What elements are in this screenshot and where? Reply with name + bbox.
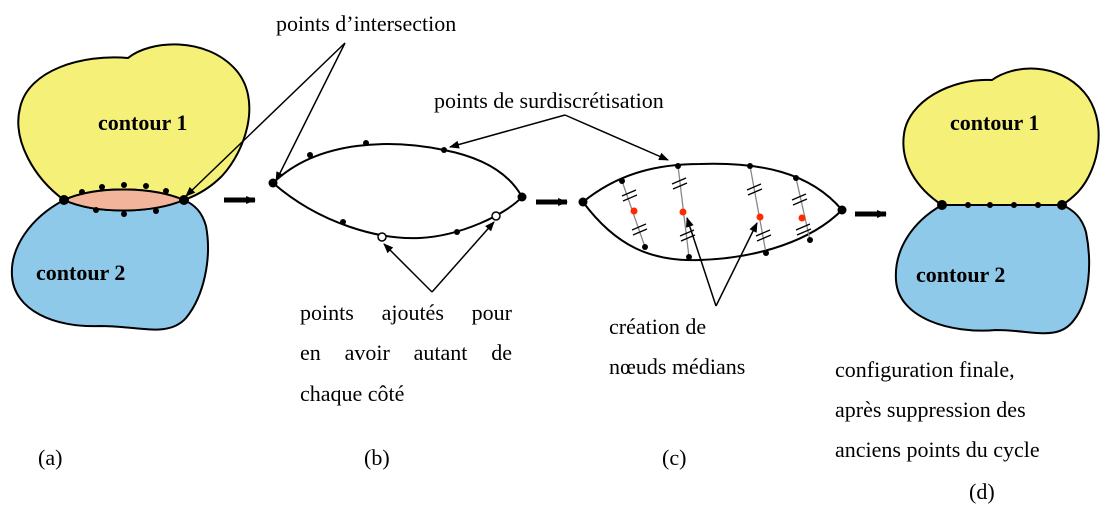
- panel-c-diagram: [578, 162, 847, 262]
- pointer-median-1: [686, 217, 717, 307]
- panel-a-diagram: [10, 43, 251, 331]
- pointer-added-2: [431, 221, 495, 293]
- median-nodes: [630, 207, 806, 222]
- lens-b-outline: [271, 143, 524, 240]
- pointer-surdisc-2: [564, 114, 669, 161]
- label-added-line-3: chaque côté: [300, 381, 405, 406]
- label-added-line-1: points ajoutés pour: [300, 300, 512, 325]
- pointer-added-1: [383, 243, 433, 293]
- label-added-line-2: en avoir autant de: [300, 340, 512, 365]
- label-surdiscretization-points: points de surdiscrétisation: [434, 88, 664, 113]
- label-contour-2-a: contour 2: [36, 260, 126, 285]
- surdiscretization-points-b: [268, 140, 527, 235]
- label-median-line-2: nœuds médians: [609, 354, 746, 379]
- label-contour-1-a: contour 1: [98, 110, 188, 135]
- panel-b-diagram: [268, 140, 527, 242]
- panel-d-diagram: [894, 67, 1100, 335]
- cycle-points-a: [59, 182, 189, 217]
- label-intersection-points: points d’intersection: [276, 11, 457, 36]
- label-contour-2-d: contour 2: [916, 262, 1006, 287]
- contour-2-final-shape: [894, 204, 1091, 335]
- pointer-intersection-1: [185, 42, 346, 197]
- added-points-b: [377, 211, 501, 242]
- contour-1-final-shape: [902, 67, 1100, 206]
- boundary-points-c: [578, 163, 847, 260]
- median-links: [621, 165, 811, 258]
- panel-label-a: (a): [38, 445, 63, 470]
- pointer-median-2: [715, 222, 758, 307]
- pointer-surdisc-1: [449, 114, 566, 149]
- panel-label-d: (d): [969, 479, 995, 504]
- pointer-intersection-2: [275, 42, 346, 182]
- label-final-line-2: après suppression des: [835, 397, 1026, 422]
- label-contour-1-d: contour 1: [950, 110, 1040, 135]
- final-boundary-points: [937, 200, 1067, 210]
- label-median-line-1: création de: [609, 314, 707, 339]
- panel-label-c: (c): [662, 445, 687, 470]
- equal-ticks: [621, 177, 812, 242]
- panel-label-b: (b): [364, 445, 390, 470]
- label-final-line-3: anciens points du cycle: [835, 437, 1040, 462]
- label-final-line-1: configuration finale,: [835, 357, 1015, 382]
